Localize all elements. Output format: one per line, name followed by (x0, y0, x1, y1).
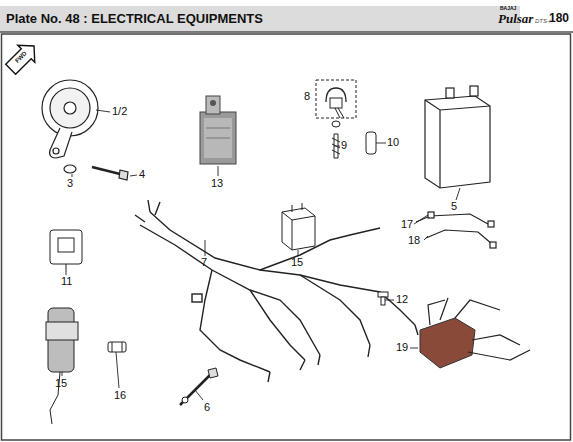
plate-title: Plate No. 48 : ELECTRICAL EQUIPMENTS (6, 12, 263, 25)
callout-number: 7 (201, 257, 207, 268)
bolt-12 (378, 292, 388, 305)
horn (42, 80, 128, 180)
control-unit (420, 298, 530, 368)
fuse (108, 342, 126, 352)
callout-number: 13 (211, 178, 223, 189)
header-band (0, 6, 520, 32)
switch-8 (316, 80, 376, 158)
callout-number: 15 (291, 257, 303, 268)
battery (425, 86, 490, 188)
callout-number: 1/2 (112, 106, 127, 117)
callout-number: 19 (396, 342, 408, 353)
callout-number: 12 (396, 294, 408, 305)
bolt-6 (180, 368, 218, 405)
callout-number: 9 (341, 140, 347, 151)
callout-number: 3 (67, 178, 73, 189)
switch-11 (50, 230, 82, 272)
callout-number: 17 (401, 219, 413, 230)
callout-number: 16 (114, 390, 126, 401)
wiring-harness (135, 200, 418, 382)
fwd-arrow (2, 37, 42, 77)
page-number: 180 (549, 12, 569, 24)
brand-name: BAJAJ (500, 6, 516, 11)
callout-number: 18 (408, 235, 420, 246)
callout-number: 8 (304, 91, 310, 102)
relay-15 (282, 203, 315, 250)
callout-number: 4 (139, 169, 145, 180)
flasher-15 (46, 308, 78, 424)
lead-wires (416, 212, 496, 248)
relay-13 (200, 96, 236, 164)
frame (2, 34, 571, 440)
callout-number: 11 (61, 276, 72, 287)
leader-lines (62, 97, 460, 400)
callout-number: 5 (451, 201, 457, 212)
callout-number: 15 (55, 378, 67, 389)
model-logo: Pulsar (498, 12, 533, 25)
callout-number: 6 (204, 402, 210, 413)
callout-number: 10 (387, 137, 399, 148)
model-logo-suffix: DTS-i (535, 18, 550, 24)
